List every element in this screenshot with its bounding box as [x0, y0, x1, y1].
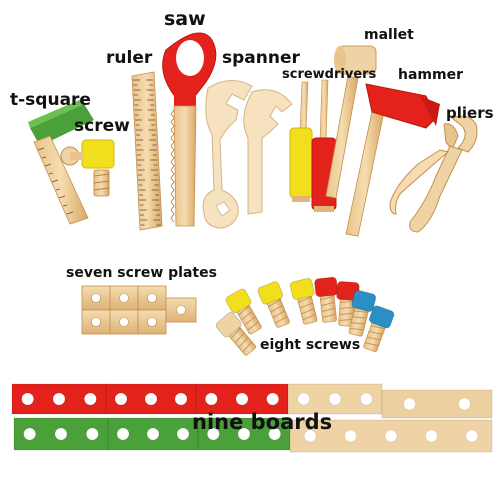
seven-screw-plates	[81, 285, 197, 335]
saw	[162, 32, 217, 227]
single-screw	[60, 139, 115, 197]
label-seven-screw-plates: seven screw plates	[66, 265, 217, 281]
label-hammer: hammer	[398, 67, 463, 83]
label-screwdrivers: screwdrivers	[282, 67, 377, 82]
spanner	[202, 80, 293, 229]
label-nine-boards: nine boards	[192, 410, 333, 434]
label-screw: screw	[74, 116, 130, 136]
hammer	[345, 83, 440, 237]
label-eight-screws: eight screws	[260, 337, 361, 353]
label-t-square: t-square	[10, 90, 91, 110]
nine-boards	[11, 383, 493, 453]
pliers	[389, 115, 478, 233]
label-pliers: pliers	[446, 104, 494, 122]
label-spanner: spanner	[222, 48, 300, 68]
eight-screws	[215, 276, 395, 356]
label-saw: saw	[164, 8, 206, 30]
label-ruler: ruler	[106, 48, 153, 68]
label-mallet: mallet	[364, 27, 414, 43]
t-square	[28, 98, 94, 225]
ruler	[131, 71, 163, 231]
mallet	[325, 45, 377, 199]
